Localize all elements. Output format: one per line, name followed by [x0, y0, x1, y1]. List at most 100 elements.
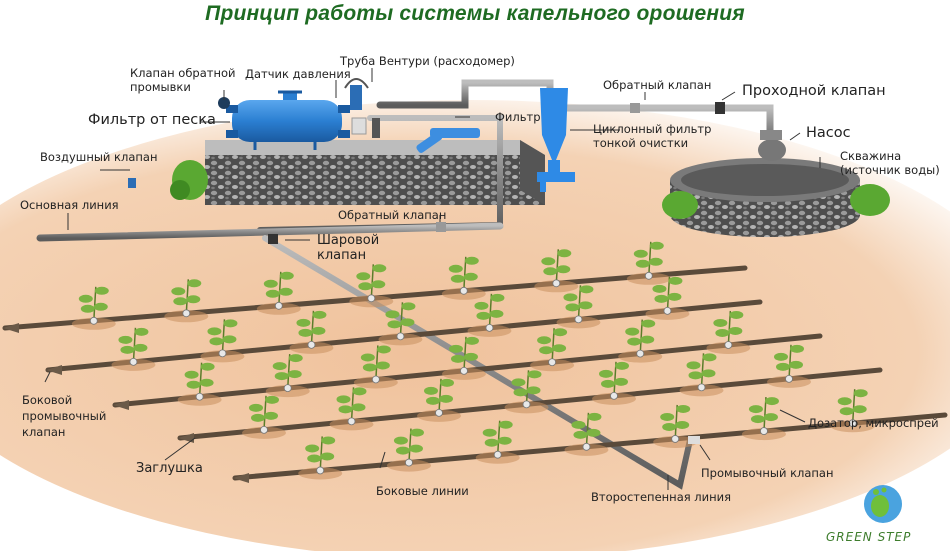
dripper-icon [760, 427, 768, 435]
plant-leaf [601, 379, 615, 388]
label-filter: Фильтр [495, 110, 541, 124]
plant-leaf [222, 335, 237, 344]
plant-leaf [287, 370, 302, 379]
plant-leaf [264, 411, 278, 420]
plant-leaf [587, 412, 602, 421]
plant-leaf [484, 438, 499, 447]
plant-leaf [553, 328, 568, 337]
plant-leaf [543, 267, 558, 276]
plant-leaf [385, 310, 400, 319]
label-through-valve: Проходной клапан [742, 83, 886, 99]
label-end-plug: Заглушка [136, 461, 203, 476]
plant-leaf [338, 405, 353, 414]
plant-leaf [307, 454, 322, 463]
plant-leaf [93, 302, 108, 311]
plant-leaf [401, 302, 416, 311]
plant-leaf [688, 371, 703, 380]
plant-leaf [400, 318, 415, 327]
plant-leaf [635, 259, 650, 268]
plant-leaf [539, 346, 554, 355]
plant-leaf [557, 249, 572, 258]
plant-leaf [513, 388, 528, 397]
plant-leaf [424, 386, 438, 395]
plant-leaf [498, 420, 513, 429]
plant-leaf [579, 285, 594, 294]
plant-leaf [489, 309, 504, 318]
dripper-icon [724, 341, 733, 349]
label-flush-valve: Промывочный клапан [701, 466, 834, 480]
plant-leaf [207, 327, 222, 336]
plant-leaf [748, 405, 763, 414]
label-venturi: Труба Вентури (расходомер) [340, 54, 515, 68]
plant-leaf [118, 335, 133, 344]
plant-leaf [662, 422, 677, 431]
plant-leaf [321, 436, 336, 445]
plant-leaf [450, 354, 465, 363]
end-plug-icon [233, 473, 249, 483]
dripper-icon [260, 425, 268, 434]
sand-filter-tank [218, 90, 350, 150]
dripper-icon [610, 391, 618, 400]
plant-leaf [776, 362, 790, 371]
plant-leaf [265, 289, 280, 298]
plant-leaf [541, 257, 556, 266]
well [662, 158, 890, 237]
label-line: Циклонный фильтр [593, 122, 712, 136]
plant-leaf [526, 386, 541, 395]
plant-leaf [352, 387, 367, 396]
plant-leaf [667, 292, 682, 301]
dripper-icon [552, 279, 561, 288]
dripper-icon [316, 466, 325, 475]
plant-leaf [715, 328, 730, 337]
plant-leaf [668, 276, 683, 285]
label-lateral-lines: Боковые линии [376, 484, 469, 498]
plant-leaf [439, 394, 453, 403]
plant-leaf [463, 272, 478, 281]
plant-leaf [464, 336, 479, 345]
plant-leaf [387, 320, 402, 329]
plant-leaf [490, 293, 505, 302]
plant-leaf [641, 319, 656, 328]
plant-leaf [133, 343, 148, 352]
dripper-icon [89, 316, 98, 325]
plant-leaf [372, 264, 387, 273]
plant-leaf [296, 318, 311, 327]
plant-leaf [80, 304, 95, 313]
label-line: клапан [22, 425, 66, 439]
plant-leaf [278, 287, 293, 296]
valves [128, 102, 725, 444]
dripper-icon [307, 340, 316, 349]
plant-leaf [763, 413, 778, 422]
plant-leaf [408, 444, 423, 453]
label-cyclone-filter: Циклонный фильтр тонкой очистки [593, 122, 711, 150]
label-check-valve-top: Обратный клапан [603, 78, 712, 92]
label-line: промывочный [22, 409, 107, 423]
dripper-icon [218, 349, 227, 358]
plant-leaf [640, 335, 655, 344]
label-line: клапан [317, 248, 367, 263]
plant-leaf [360, 353, 375, 362]
plant-leaf [729, 310, 744, 319]
end-plug-icon [3, 323, 19, 333]
label-pump: Насос [806, 125, 851, 141]
plant-leaf [395, 446, 410, 455]
dripper-icon [522, 400, 531, 409]
dripper-icon [283, 384, 292, 392]
dripper-icon [347, 417, 356, 426]
label-line: Клапан обратной [130, 66, 236, 80]
plant-leaf [476, 311, 491, 320]
label-sub-main-line: Второстепенная линия [591, 490, 732, 504]
label-check-valve-bottom: Обратный клапан [338, 208, 447, 222]
plant-leaf [702, 353, 717, 362]
plant-leaf [586, 428, 601, 437]
flush-valve-icon [688, 436, 700, 444]
plant-leaf [599, 369, 613, 378]
plant-leaf [251, 413, 265, 422]
plant-leaf [376, 345, 391, 354]
plant-leaf [362, 363, 377, 372]
plant-leaf [573, 430, 588, 439]
leader-lines [44, 68, 821, 490]
plant-leaf [320, 452, 335, 461]
label-well: Скважина (источник воды) [840, 149, 940, 177]
plant-leaf [565, 303, 580, 312]
